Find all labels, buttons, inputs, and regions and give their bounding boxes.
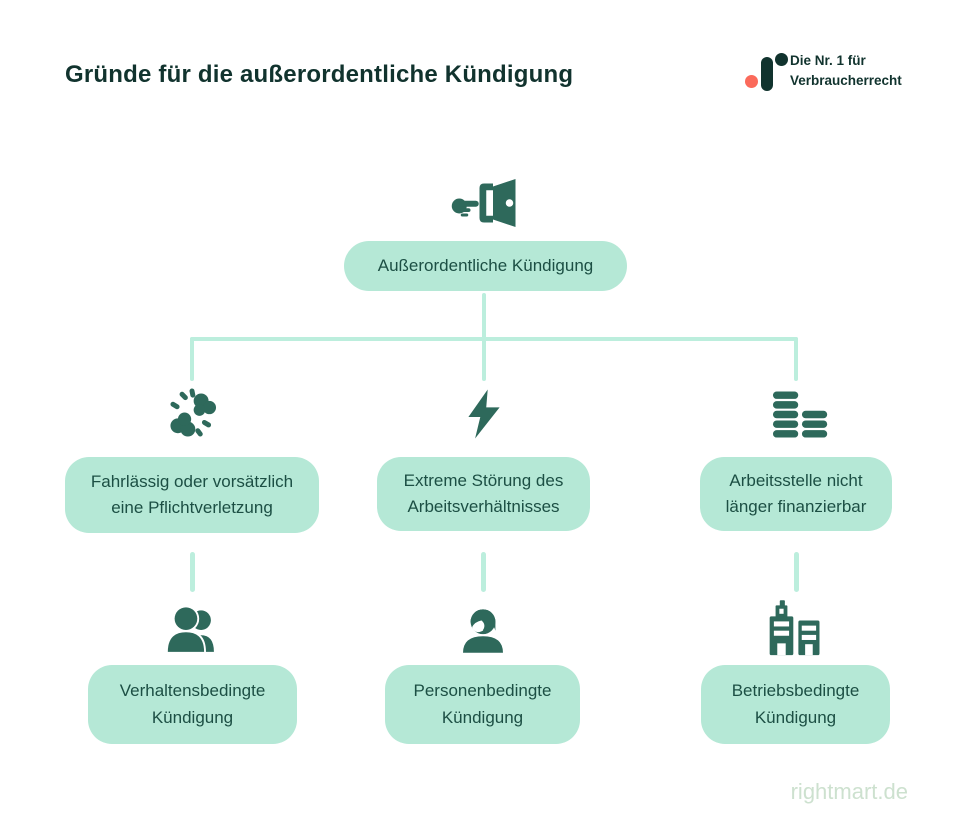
- logo-bar: [761, 57, 773, 91]
- logo-tagline-line2: Verbraucherrecht: [790, 73, 902, 89]
- person-icon: [452, 600, 514, 660]
- connector-col3: [794, 552, 799, 592]
- node-reason-2: Extreme Störung des Arbeitsverhältnisses: [377, 457, 590, 531]
- lightning-icon: [458, 385, 510, 443]
- node-reason-3: Arbeitsstelle nicht länger finanzierbar: [700, 457, 892, 531]
- logo-tagline-line1: Die Nr. 1 für: [790, 53, 866, 68]
- node-result-3: Betriebsbedingte Kündigung: [701, 665, 890, 744]
- collision-icon: [150, 386, 234, 444]
- logo-dark-dot: [775, 53, 788, 66]
- coin-stacks-icon: [755, 390, 837, 442]
- node-result-2: Personenbedingte Kündigung: [385, 665, 580, 744]
- connector-left-drop: [190, 337, 194, 381]
- brand-logo: Die Nr. 1 für Verbraucherrecht: [744, 50, 902, 96]
- page-title: Gründe für die außerordentliche Kündigun…: [65, 61, 574, 88]
- node-reason-1: Fahrlässig oder vorsätzlich eine Pflicht…: [65, 457, 319, 533]
- node-result-1: Verhaltensbedingte Kündigung: [88, 665, 297, 744]
- connector-horizontal: [190, 337, 798, 341]
- website-watermark: rightmart.de: [790, 779, 908, 804]
- buildings-icon: [757, 597, 833, 661]
- node-root: Außerordentliche Kündigung: [344, 241, 627, 291]
- logo-tagline: Die Nr. 1 für Verbraucherrecht: [790, 50, 902, 92]
- connector-right-drop: [794, 337, 798, 381]
- connector-col1: [190, 552, 195, 592]
- people-icon: [158, 602, 226, 658]
- door-exit-icon: [446, 176, 522, 230]
- connector-col2: [481, 552, 486, 592]
- rightmart-logo-icon: [744, 50, 790, 96]
- logo-red-dot: [745, 75, 758, 88]
